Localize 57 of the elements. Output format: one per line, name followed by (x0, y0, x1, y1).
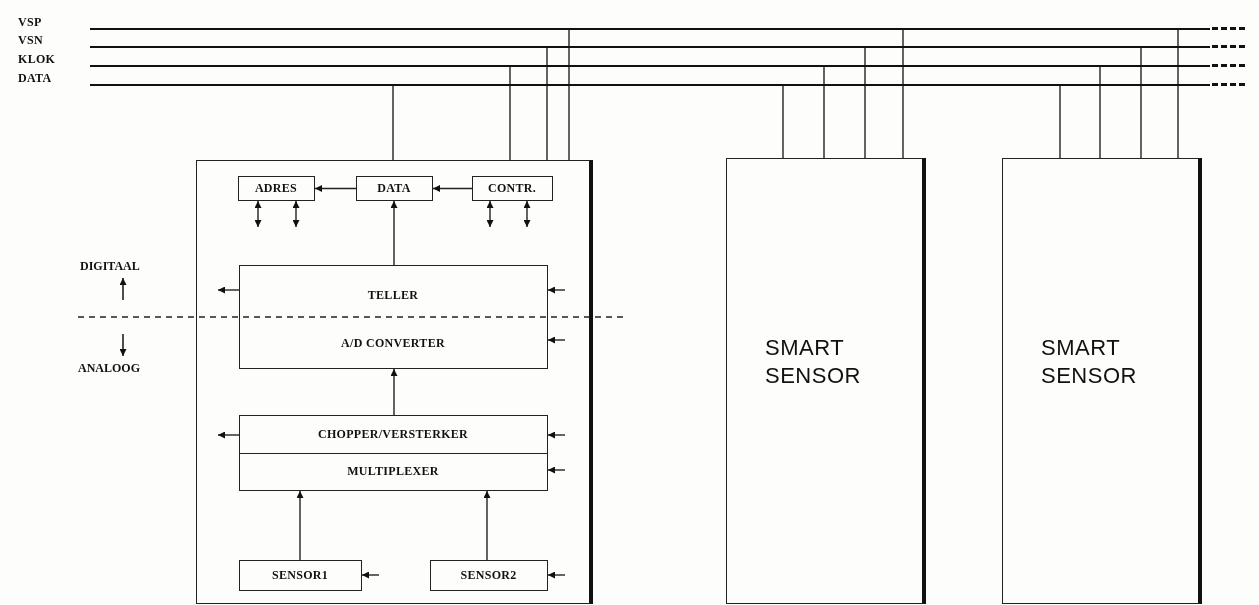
region-label: DIGITAAL (80, 259, 140, 274)
block-box (238, 559, 362, 591)
block-box (238, 414, 548, 491)
bus-connection-line (1140, 47, 1142, 159)
bus-connection-line (1099, 66, 1101, 159)
box-label: SMART SENSOR (765, 334, 862, 390)
arrow (547, 336, 566, 344)
block-box (238, 264, 548, 369)
box-label: SMART SENSOR (1041, 334, 1138, 390)
region-label: ANALOOG (78, 361, 140, 376)
bus-connection-line (823, 66, 825, 159)
arrow (547, 431, 566, 439)
bus-connection-line (1177, 29, 1179, 159)
bus-connection-line (546, 47, 548, 161)
arrow (547, 286, 566, 294)
block-box (237, 175, 315, 201)
bus-connection-line (902, 29, 904, 159)
arrow (390, 200, 398, 266)
bus-label: VSP (18, 16, 42, 29)
block-label: DATA (376, 180, 412, 196)
bus-connection-line (782, 85, 784, 159)
arrow (390, 368, 398, 416)
arrow (547, 571, 566, 579)
block-label: CONTR. (486, 180, 538, 196)
arrow (486, 200, 494, 228)
block-label: MULTIPLEXER (346, 462, 440, 480)
arrow (432, 185, 473, 192)
bus-label: DATA (18, 72, 52, 85)
arrow (547, 466, 566, 474)
bus-connection-line (568, 29, 570, 161)
block-box (471, 175, 553, 201)
block-label: CHOPPER/VERSTERKER (316, 425, 470, 443)
arrow (483, 490, 491, 561)
bus-label: VSN (18, 34, 43, 47)
bus-connection-line (1059, 85, 1061, 159)
arrow (217, 431, 240, 439)
block-label: SENSOR2 (459, 567, 518, 583)
bus-connection-line (509, 66, 511, 161)
block-box (355, 175, 433, 201)
arrow (217, 286, 240, 294)
bus-connection-line (864, 47, 866, 159)
sensor-module-box (196, 160, 593, 604)
smart-sensor-box (726, 158, 926, 604)
arrow (254, 200, 262, 228)
smart-sensor-box (1002, 158, 1202, 604)
block-label: A/D CONVERTER (340, 334, 446, 352)
block-label: TELLER (366, 286, 420, 304)
arrow (296, 490, 304, 561)
arrow (361, 571, 380, 579)
arrow (314, 185, 357, 192)
block-label: SENSOR1 (270, 567, 330, 583)
bus-connection-line (392, 85, 394, 161)
block-box (429, 559, 548, 591)
block-label: ADRES (253, 180, 299, 196)
arrow (292, 200, 300, 228)
arrow (523, 200, 531, 228)
bus-label: KLOK (18, 53, 56, 66)
